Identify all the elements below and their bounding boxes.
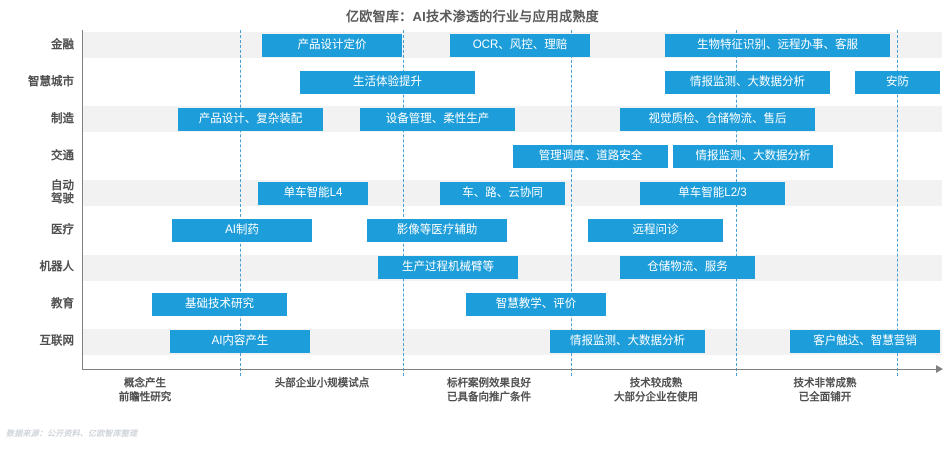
stage-gridline-3 [571, 30, 572, 376]
category-label-制造: 制造 [0, 113, 74, 126]
application-bar[interactable]: 生活体验提升 [300, 70, 475, 94]
application-bar[interactable]: AI内容产生 [170, 330, 310, 354]
application-bar[interactable]: 基础技术研究 [152, 293, 287, 317]
application-bar[interactable]: 远程问诊 [588, 219, 723, 242]
stage-label-line: 前瞻性研究 [118, 391, 172, 403]
category-label-line: 交通 [51, 149, 74, 162]
application-bar[interactable]: 车、路、云协同 [440, 181, 565, 205]
category-label-line: 教育 [51, 298, 74, 311]
source-note: 数据来源：公开资料、亿欧智库整理 [6, 429, 138, 438]
stage-label-line: 已全面铺开 [798, 391, 852, 403]
application-bar[interactable]: 智慧教学、评价 [466, 293, 606, 317]
category-label-line: 互联网 [39, 335, 75, 348]
application-bar[interactable]: 单车智能L4 [258, 181, 368, 205]
stage-gridline-1 [240, 30, 241, 376]
stage-label-s1: 概念产生前瞻性研究 [55, 376, 235, 404]
application-bar[interactable]: 单车智能L2/3 [640, 181, 785, 205]
application-bar[interactable]: OCR、风控、理赔 [450, 33, 590, 57]
category-label-金融: 金融 [0, 39, 74, 52]
stage-label-line: 概念产生 [124, 377, 166, 389]
stage-label-line: 大部分企业在使用 [614, 391, 698, 403]
application-bar[interactable]: 情报监测、大数据分析 [673, 144, 833, 168]
application-bar[interactable]: 情报监测、大数据分析 [665, 70, 830, 94]
application-bar[interactable]: 设备管理、柔性生产 [360, 107, 515, 131]
application-bar[interactable]: 产品设计定价 [262, 33, 402, 57]
application-bar[interactable]: 生物特征识别、远程办事、客服 [665, 33, 890, 57]
category-label-教育: 教育 [0, 298, 74, 311]
category-label-机器人: 机器人 [0, 261, 75, 274]
category-label-line: 医疗 [51, 224, 74, 236]
category-label-line: 驾驶 [51, 193, 74, 206]
stage-label-line: 标杆案例效果良好 [447, 377, 531, 389]
x-axis-line [82, 369, 937, 370]
stage-label-s3: 标杆案例效果良好已具备向推广条件 [399, 376, 579, 404]
application-bar[interactable]: 产品设计、复杂装配 [178, 107, 323, 131]
y-axis-line [82, 30, 83, 370]
stage-gridline-2 [403, 30, 404, 376]
category-label-智慧城市: 智慧城市 [0, 76, 74, 89]
application-bar[interactable]: AI制药 [172, 219, 312, 242]
application-bar[interactable]: 情报监测、大数据分析 [550, 330, 705, 354]
stage-label-s5: 技术非常成熟已全面铺开 [735, 376, 915, 404]
stage-label-s4: 技术较成熟大部分企业在使用 [566, 376, 746, 404]
category-label-line: 智慧城市 [28, 75, 74, 88]
category-label-line: 机器人 [39, 261, 75, 274]
x-axis-arrow-icon [936, 365, 943, 373]
category-label-line: 金融 [51, 38, 74, 51]
stage-gridline-5 [897, 30, 898, 376]
category-label-line: 制造 [51, 112, 74, 125]
stage-label-line: 技术非常成熟 [793, 377, 857, 389]
stage-label-line: 技术较成熟 [629, 377, 683, 389]
category-label-交通: 交通 [0, 150, 74, 163]
page-title: 亿欧智库：AI技术渗透的行业与应用成熟度 [345, 9, 599, 24]
stage-label-s2: 头部企业小规模试点 [232, 376, 412, 390]
category-label-医疗: 医疗 [0, 224, 74, 237]
application-bar[interactable]: 生产过程机械臂等 [378, 256, 518, 280]
application-bar[interactable]: 视觉质检、仓储物流、售后 [620, 107, 815, 131]
category-label-互联网: 互联网 [0, 335, 75, 348]
application-bar[interactable]: 管理调度、道路安全 [513, 144, 668, 168]
stage-label-line: 已具备向推广条件 [447, 391, 531, 403]
stage-label-line: 头部企业小规模试点 [274, 377, 370, 389]
application-bar[interactable]: 安防 [855, 70, 940, 94]
application-bar[interactable]: 仓储物流、服务 [620, 256, 755, 280]
category-label-line: 自动 [51, 180, 74, 193]
category-label-自动驾驶: 自动驾驶 [0, 180, 74, 206]
application-bar[interactable]: 客户触达、智慧营销 [790, 330, 940, 354]
application-bar[interactable]: 影像等医疗辅助 [367, 219, 507, 242]
